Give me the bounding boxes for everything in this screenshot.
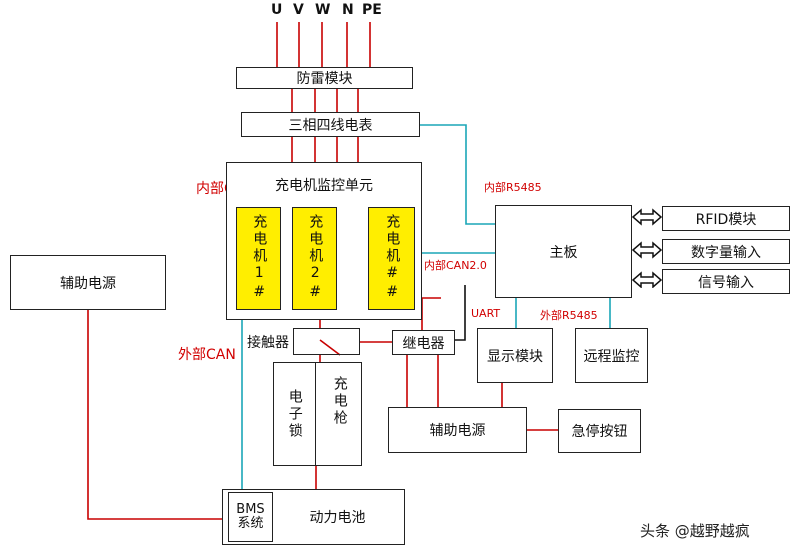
relay: 继电器 [392,330,455,355]
watermark: 头条 @越野越疯 [640,522,750,540]
arrow-rfid-icon [632,208,662,226]
signal-input: 信号输入 [662,269,790,294]
mainboard-label: 主板 [549,244,578,261]
electronic-lock-label: 电子锁 [286,388,303,440]
label-external-rs485: 外部R5485 [540,309,598,322]
auxiliary-power-left: 辅助电源 [10,255,166,310]
emergency-stop-label: 急停按钮 [571,424,628,440]
display-module-label: 显示模块 [487,348,543,365]
relay-label: 继电器 [402,335,445,352]
contactor [293,328,360,355]
label-internal-can2: 内部CAN2.0 [424,259,487,272]
phase-label-n: N [342,2,354,18]
bms-system: BMS系统 [228,492,273,542]
display-module: 显示模块 [477,328,553,383]
three-phase-meter-label: 三相四线电表 [288,117,373,134]
surge-protection-module: 防雷模块 [236,67,413,89]
charger-2: 充电机2# [292,207,337,310]
remote-monitoring: 远程监控 [575,328,648,383]
bms-system-label: BMS系统 [236,502,265,531]
label-internal-rs485: 内部R5485 [484,181,542,194]
auxiliary-power-center: 辅助电源 [388,407,527,453]
wire-mainboard-relay-bus [455,285,466,341]
signal-input-label: 信号输入 [698,274,754,291]
contactor-switch [319,339,341,356]
phase-label-u: U [271,2,283,18]
wire-meter-mainboard-rs485 [420,124,495,225]
charger-2-label: 充电机2# [307,214,324,303]
label-uart: UART [471,307,501,320]
phase-label-v: V [293,2,304,18]
auxiliary-power-left-label: 辅助电源 [60,275,116,292]
contactor-label: 接触器 [247,335,289,351]
digital-input: 数字量输入 [662,239,790,264]
label-external-can: 外部CAN [178,347,236,363]
remote-monitoring-label: 远程监控 [583,348,640,365]
arrow-signal-icon [632,271,662,288]
lock-gun-group [273,362,362,466]
auxiliary-power-center-label: 辅助电源 [429,423,486,439]
wire-aux-bms [87,310,224,520]
phase-label-pe: PE [362,2,382,18]
charger-1: 充电机1# [236,207,281,310]
mainboard-io-arrows [632,208,662,288]
electronic-lock: 电子锁 [273,362,315,466]
digital-input-label: 数字量输入 [691,244,761,261]
charger-n: 充电机## [368,207,415,310]
charger-n-label: 充电机## [384,214,401,303]
rfid-module: RFID模块 [662,206,790,231]
charging-gun-label: 充电枪 [331,376,348,427]
charger-1-label: 充电机1# [251,214,268,303]
emergency-stop-button: 急停按钮 [558,409,641,453]
arrow-digital-icon [632,241,662,259]
mainboard: 主板 [495,205,632,298]
charging-gun: 充电枪 [315,362,362,466]
rfid-module-label: RFID模块 [695,211,757,228]
three-phase-meter: 三相四线电表 [241,112,420,137]
wire-mainboard-relay [421,297,441,330]
power-battery-label: 动力电池 [309,510,366,526]
charger-monitor-unit-label: 充电机监控单元 [275,178,373,194]
phase-label-w: W [315,2,331,18]
surge-protection-label: 防雷模块 [296,71,353,87]
